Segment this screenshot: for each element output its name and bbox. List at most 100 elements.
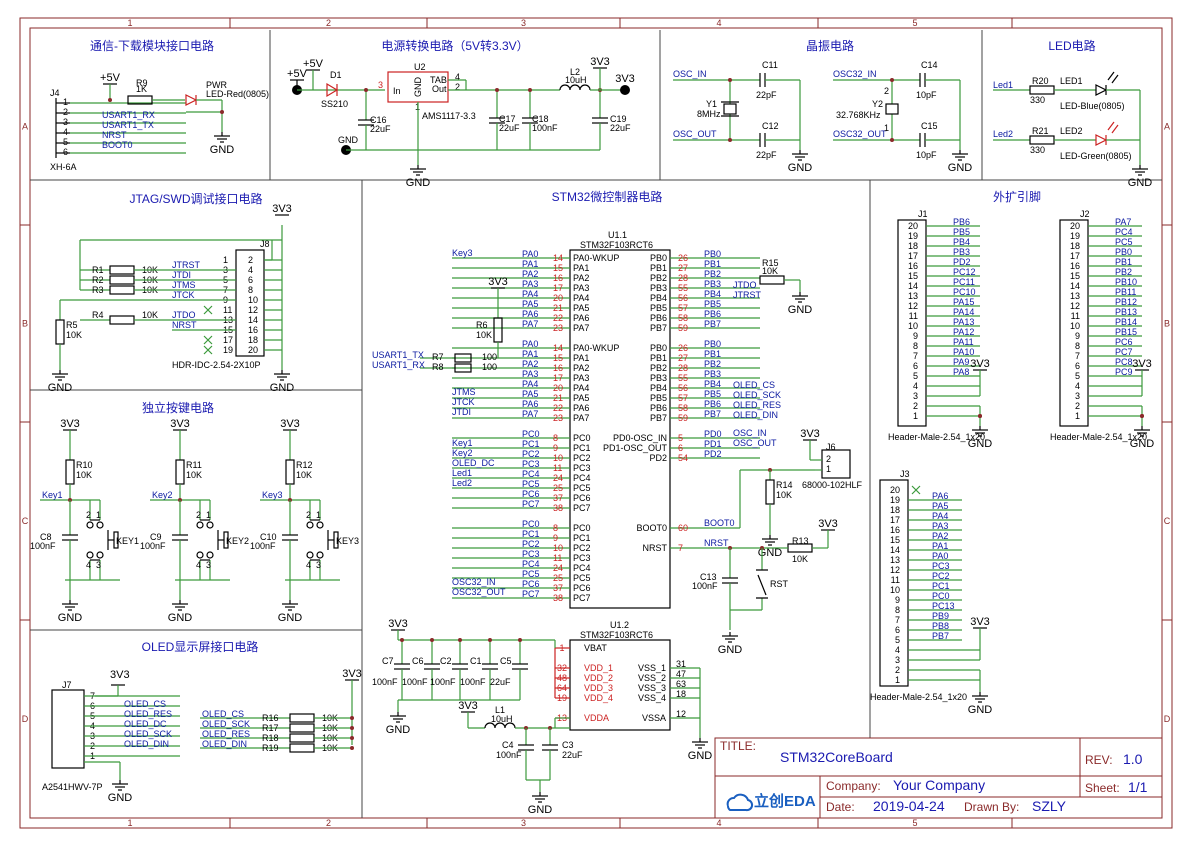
key-ref: KEY3 xyxy=(336,536,359,546)
mcu-pin: 27 xyxy=(678,353,688,363)
r20 xyxy=(1029,85,1055,95)
row-marker-right: A xyxy=(1164,122,1170,132)
u11-ref: U1.1 xyxy=(608,230,627,240)
u12-part: STM32F103RCT6 xyxy=(580,630,653,640)
header-pin: 5 xyxy=(913,371,918,381)
mcu-pin-name: PB4 xyxy=(650,293,667,303)
header-pin: 11 xyxy=(909,311,918,321)
oled-resistor xyxy=(289,733,315,743)
column-marker-top: 3 xyxy=(521,18,526,28)
oled-resistor xyxy=(289,713,315,723)
header-pin: 9 xyxy=(895,595,900,605)
header-pin: 7 xyxy=(895,615,900,625)
inner-frame xyxy=(29,27,1163,819)
mcu-pin: 17 xyxy=(553,283,563,293)
junction-dot xyxy=(728,78,732,82)
nrst-pin: 7 xyxy=(678,543,683,553)
u12-pin-name: VBAT xyxy=(584,643,607,653)
d1-diode xyxy=(326,82,339,98)
header-pin: 12 xyxy=(890,565,900,575)
mcu-pin: 59 xyxy=(678,413,688,423)
c4-ref: C4 xyxy=(502,740,514,750)
header-net: PC1 xyxy=(932,581,950,591)
mcu-pin-name: PA1 xyxy=(573,263,589,273)
column-marker-bottom: 4 xyxy=(716,818,721,828)
header-pin: 11 xyxy=(891,575,900,585)
mcu-net: PA4 xyxy=(522,379,538,389)
header-net: PA12 xyxy=(953,327,974,337)
section-title-ext: 外扩引脚 xyxy=(993,189,1041,204)
key-net: Key3 xyxy=(262,490,283,500)
mcu-pin-name: PA4 xyxy=(573,383,589,393)
net-label: USART1_TX xyxy=(102,120,154,130)
company-value: Your Company xyxy=(893,777,985,793)
r6 xyxy=(493,317,503,343)
section-title-mcu: STM32微控制器电路 xyxy=(552,189,663,204)
header-net: PA3 xyxy=(932,521,948,531)
power-label: 3V3 xyxy=(488,276,508,288)
y2-value: 32.768KHz xyxy=(836,110,881,120)
junction-dot xyxy=(728,138,732,142)
j6-ref: J6 xyxy=(826,442,836,452)
r9-ref: R9 xyxy=(136,78,148,88)
cap-value: 22uF xyxy=(610,123,631,133)
r15-value: 10K xyxy=(762,266,778,276)
oled-net: OLED_RES xyxy=(124,709,172,719)
mcu-pin: 58 xyxy=(678,403,688,413)
header-net: PC5 xyxy=(1115,237,1133,247)
net-jtdi: JTDI xyxy=(452,407,471,417)
key-pin: 3 xyxy=(96,560,101,570)
header-part: Header-Male-2.54_1x20 xyxy=(870,692,967,702)
net-pc: Led1 xyxy=(452,468,472,478)
oled-r-net: OLED_DIN xyxy=(202,739,247,749)
header-pin: 7 xyxy=(1075,351,1080,361)
sheet-value: 1/1 xyxy=(1128,779,1148,795)
junction-dot xyxy=(518,638,522,642)
company-label: Company: xyxy=(826,779,881,793)
mcu-pin-name: PB4 xyxy=(650,383,667,393)
mcu-net: PC0 xyxy=(522,519,540,529)
no-connect-mark xyxy=(911,485,921,495)
header-pin: 3 xyxy=(895,655,900,665)
key-r-value: 10K xyxy=(76,470,92,480)
r15 xyxy=(759,275,785,285)
mcu-net: PB5 xyxy=(704,299,721,309)
y2-ref: Y2 xyxy=(872,99,883,109)
mcu-net: PA3 xyxy=(522,369,538,379)
mcu-pin-name: PD1-OSC_OUT xyxy=(603,443,668,453)
u12-pin: 18 xyxy=(676,689,686,699)
header-pin: 11 xyxy=(1071,311,1080,321)
d1-value: SS210 xyxy=(321,99,348,109)
mcu-net: PC4 xyxy=(522,559,540,569)
r7 xyxy=(454,353,472,363)
led1-symbol xyxy=(1095,71,1119,96)
header-pin: 3 xyxy=(913,391,918,401)
junction-dot xyxy=(430,638,434,642)
oled-r-net: OLED_CS xyxy=(202,709,244,719)
power-label: 3V3 xyxy=(970,358,990,370)
j4-pin: 6 xyxy=(63,147,68,157)
mcu-pin-name: PC2 xyxy=(573,543,591,553)
net-pc: Key1 xyxy=(452,438,473,448)
header-net: PD2 xyxy=(953,257,971,267)
c3-ref: C3 xyxy=(562,740,574,750)
header-pin: 10 xyxy=(908,321,918,331)
mcu-pin-name: PB3 xyxy=(650,373,667,383)
header-net: PC3 xyxy=(932,561,950,571)
header-pin: 14 xyxy=(1070,281,1080,291)
header-pin: 13 xyxy=(890,555,900,565)
j4-pin: 1 xyxy=(63,97,68,107)
junction-dot xyxy=(350,716,354,720)
header-pin: 12 xyxy=(1070,301,1080,311)
c11-ref: C11 xyxy=(762,60,778,70)
r14 xyxy=(765,479,775,505)
junction-dot xyxy=(890,138,894,142)
mcu-pin-name: PC1 xyxy=(573,533,591,543)
net-pc: OLED_DC xyxy=(452,458,495,468)
key-contact xyxy=(86,521,94,529)
header-pin: 8 xyxy=(913,341,918,351)
mcu-pin: 26 xyxy=(678,343,688,353)
cap-ref: C18 xyxy=(532,114,549,124)
header-pin: 4 xyxy=(913,381,918,391)
power-label: 3V3 xyxy=(818,518,838,530)
